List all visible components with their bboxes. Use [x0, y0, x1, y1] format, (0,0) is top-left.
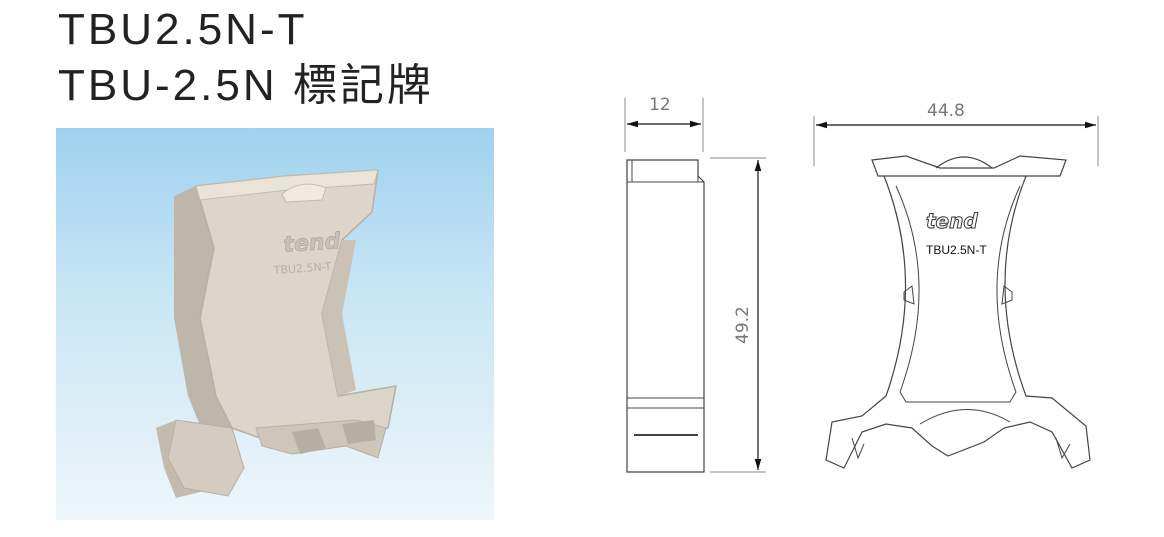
- front-view: 44.8 tend TBU2.5N-T: [813, 101, 1099, 469]
- front-top-rim: [871, 155, 1067, 177]
- front-brand-logo: tend: [926, 209, 978, 233]
- product-render: tend TBU2.5N-T: [156, 169, 397, 498]
- product-front-face: [195, 169, 397, 451]
- front-width-label: 44.8: [927, 101, 965, 121]
- product-photo: tend TBU2.5N-T: [56, 128, 494, 520]
- front-model-label: TBU2.5N-T: [926, 243, 987, 257]
- front-outer-contour: [825, 175, 1091, 469]
- product-curve-shadow: [322, 240, 356, 396]
- side-view: 12 49.2: [624, 95, 766, 473]
- title-line-1: TBU2.5N-T: [58, 5, 308, 54]
- product-model-emboss: TBU2.5N-T: [272, 260, 332, 277]
- product-foot-front: [167, 419, 245, 497]
- title-line-2: TBU-2.5N 標記牌: [58, 61, 434, 110]
- product-top-rim: [195, 169, 379, 201]
- product-brand-emboss: tend: [283, 229, 342, 258]
- side-width-label: 12: [649, 95, 671, 115]
- product-dome: [281, 183, 327, 203]
- side-height-label: 49.2: [733, 306, 753, 344]
- front-top-dome: [935, 156, 993, 169]
- product-side-face: [174, 186, 232, 440]
- side-body: [626, 159, 705, 473]
- rail-clip-arc: [919, 409, 1011, 425]
- front-inner-contour: [895, 185, 1021, 403]
- technical-drawing: 12 49.2 44.8 tend TBU2.5N-T: [624, 95, 1099, 473]
